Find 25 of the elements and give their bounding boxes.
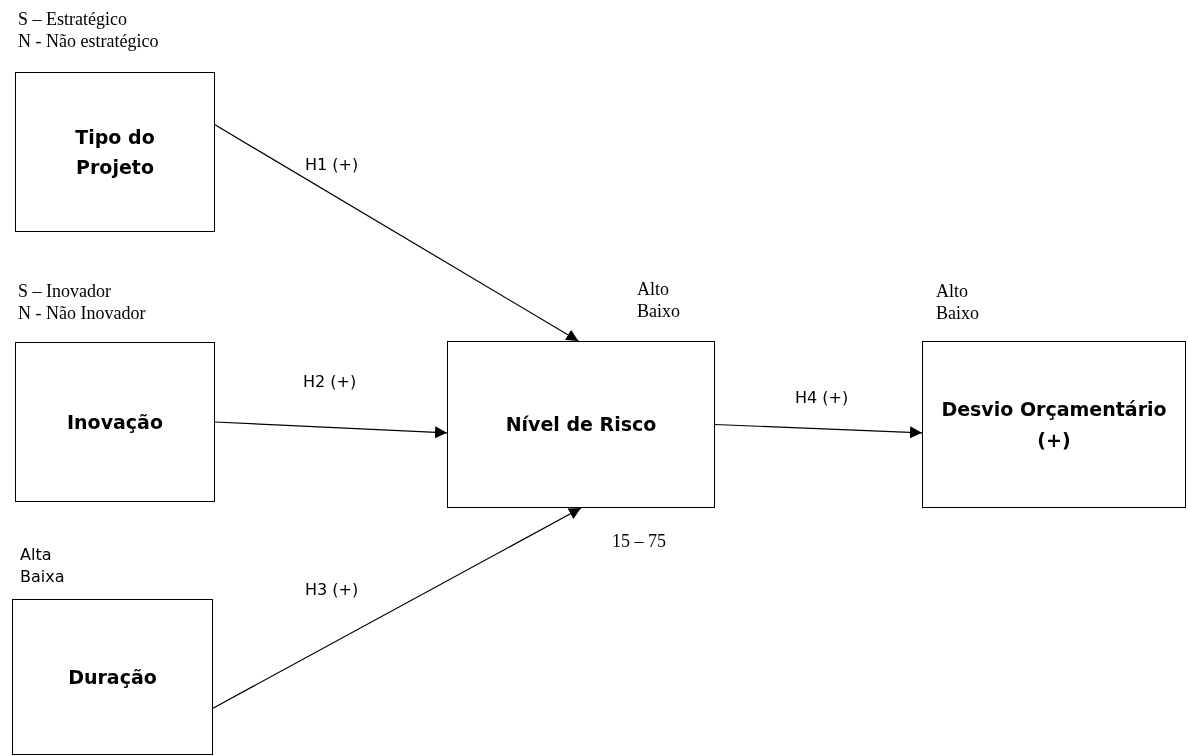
variable-box — [15, 342, 215, 502]
annotation-text: 15 – 75 — [612, 530, 666, 552]
box-title: Tipo do Projeto — [74, 124, 156, 180]
annotation-text: Baixa — [20, 566, 65, 588]
arrow — [212, 507, 582, 709]
variable-box — [15, 72, 215, 232]
variable-box — [922, 341, 1186, 508]
annotation-text: Alto — [936, 280, 968, 302]
box-title: Desvio Orçamentário (+) — [940, 397, 1168, 453]
annotation-text: Alto — [637, 278, 669, 300]
variable-box — [12, 599, 213, 755]
box-title: Duração — [68, 664, 157, 690]
annotation-text: Alta — [20, 544, 52, 566]
variable-box — [447, 341, 715, 508]
arrow — [214, 421, 448, 439]
arrow — [714, 423, 923, 439]
annotation-text: S – Estratégico — [18, 8, 127, 30]
annotation-text: N - Não estratégico — [18, 30, 159, 52]
annotation-text: Baixo — [936, 302, 979, 324]
arrow — [214, 124, 579, 342]
box-title: Nível de Risco — [505, 412, 657, 438]
box-title: Inovação — [67, 409, 163, 435]
annotation-text: S – Inovador — [18, 280, 111, 302]
annotation-text: N - Não Inovador — [18, 302, 146, 324]
annotation-text: Baixo — [637, 300, 680, 322]
